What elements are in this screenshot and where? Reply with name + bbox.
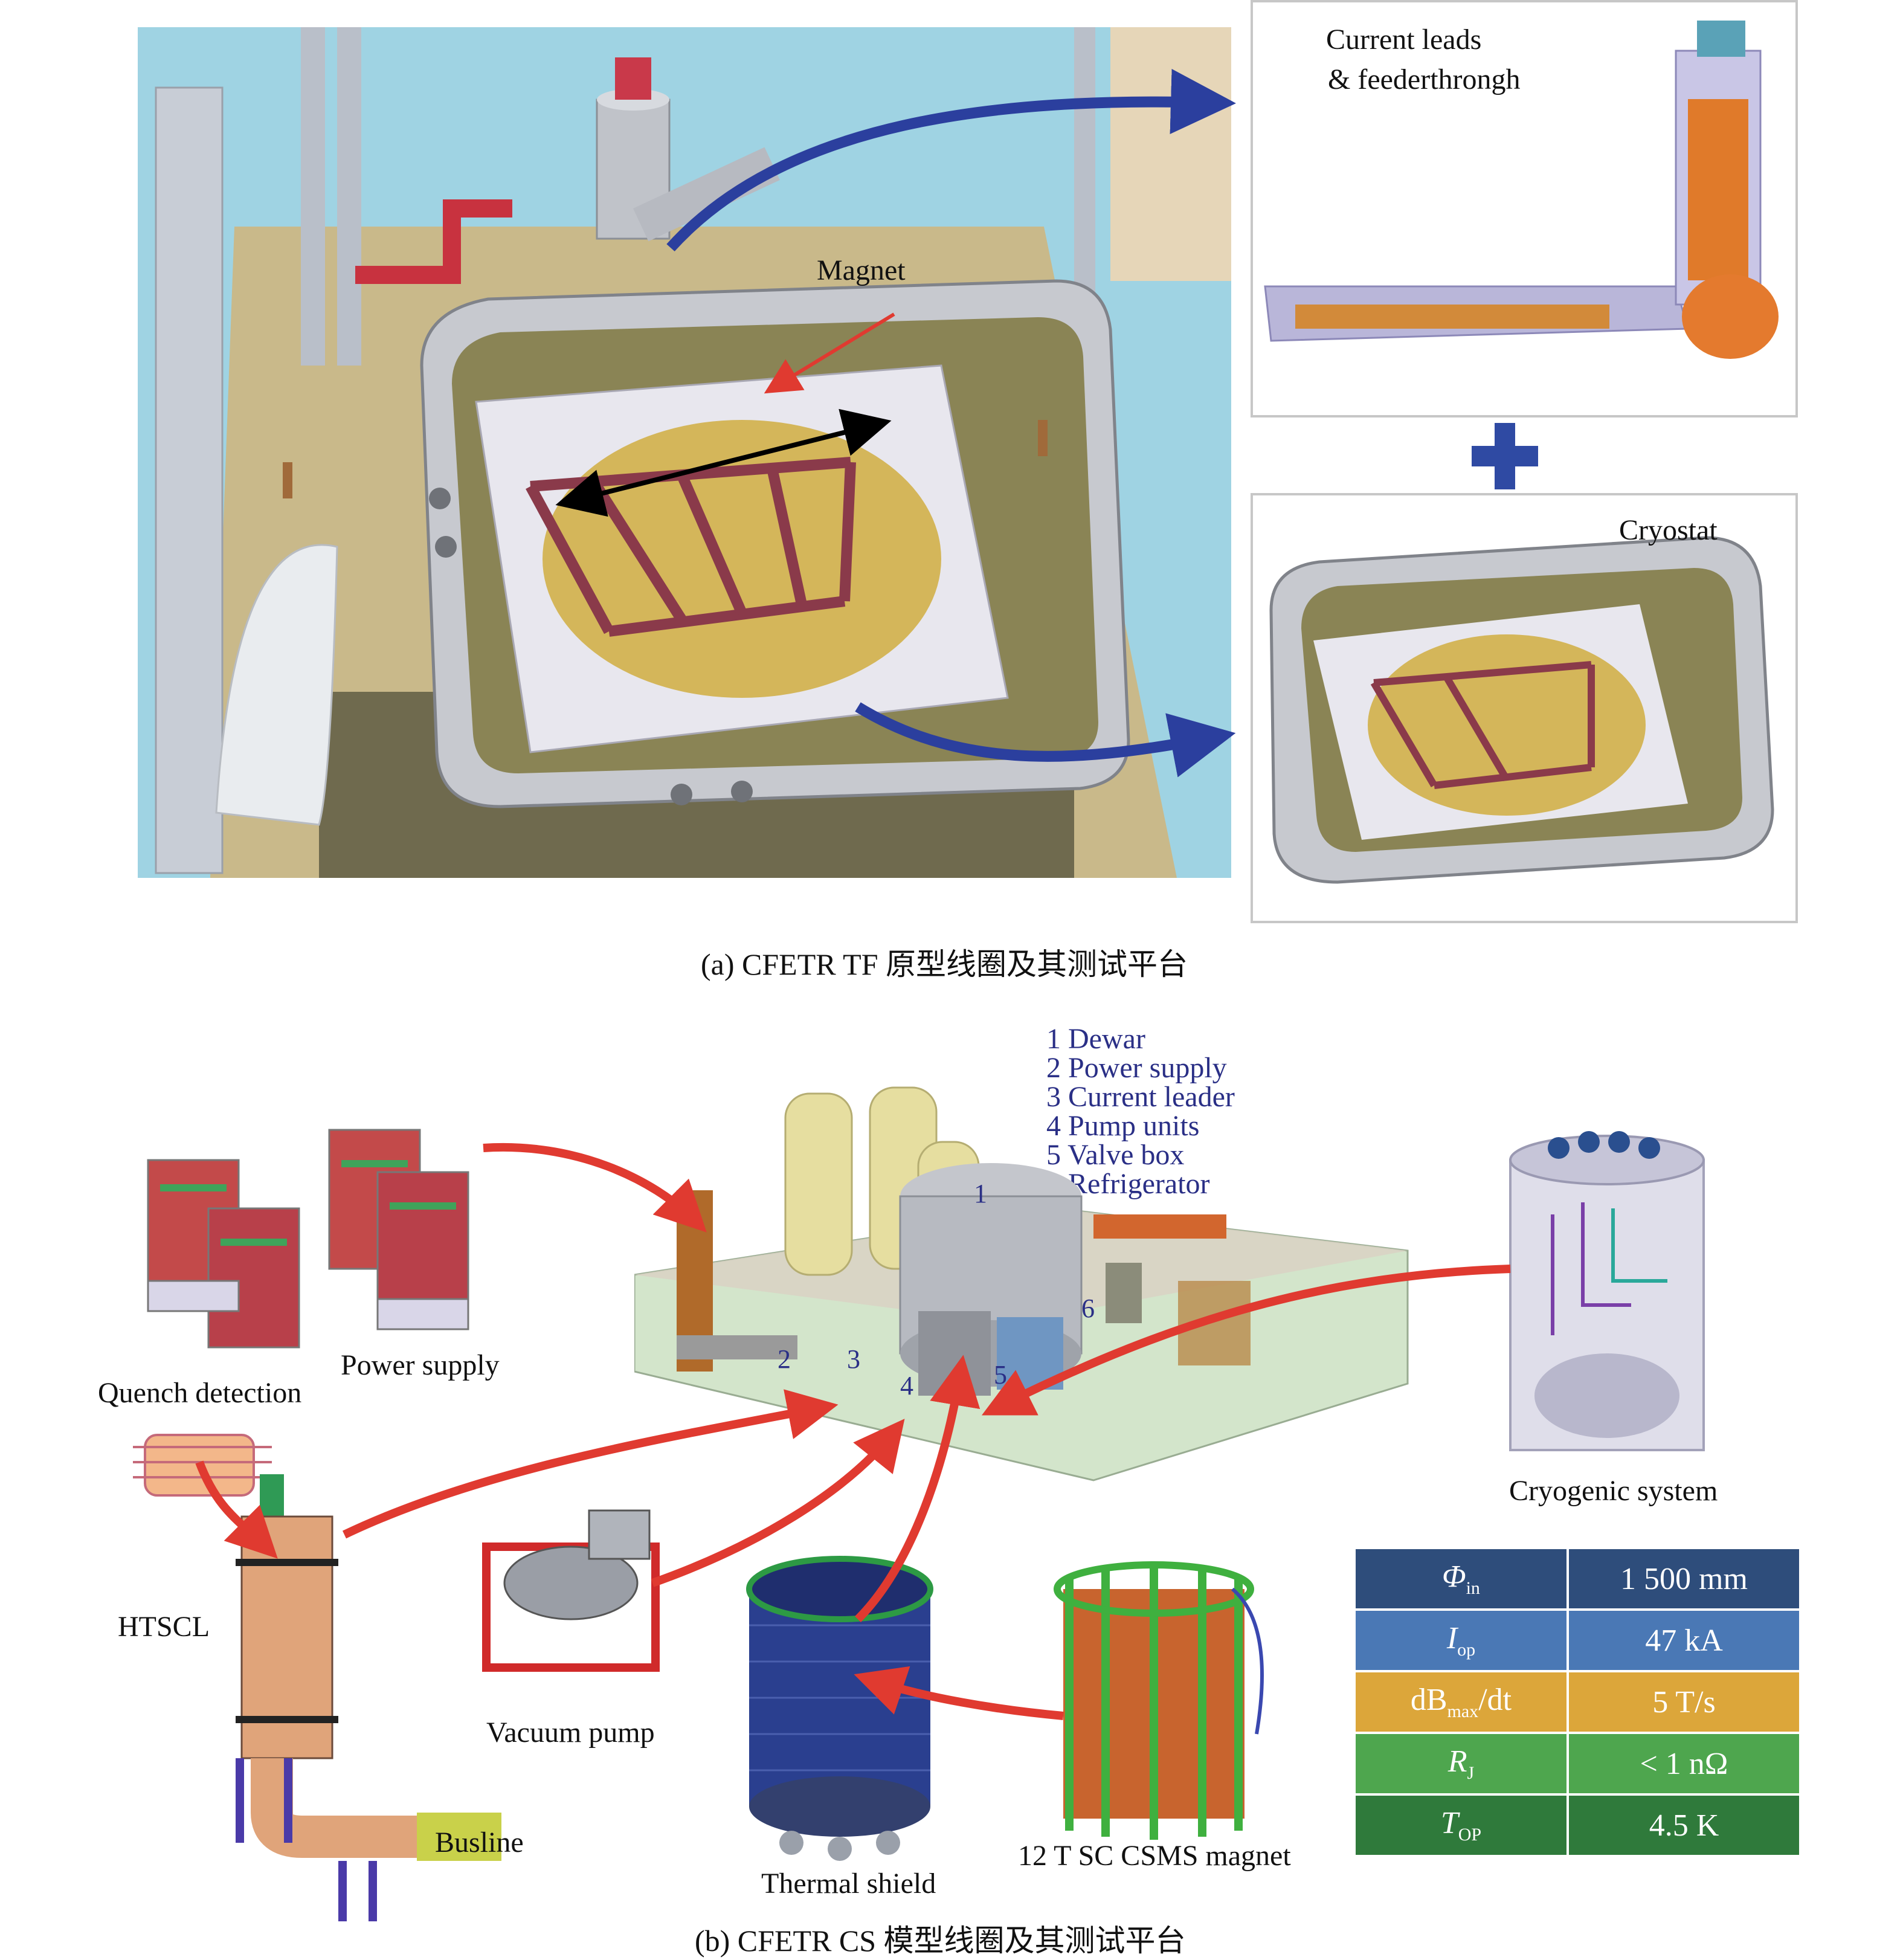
- arrow-magnet-to-shield: [854, 1666, 1064, 1720]
- param-key-phi: Φin: [1356, 1549, 1567, 1608]
- legend-item-3: 3 Current leader: [1046, 1081, 1235, 1113]
- param-value-dbdt: 5 T/s: [1568, 1672, 1799, 1732]
- parameter-table: Φin 1 500 mm Iop 47 kA dBmax/dt 5 T/s RJ…: [1353, 1547, 1802, 1857]
- current-leads-inset: [1251, 0, 1798, 417]
- arrow-to-cryostat: [855, 702, 1236, 778]
- param-row-rj: RJ < 1 nΩ: [1356, 1734, 1799, 1793]
- caption-a: (a) CFETR TF 原型线圈及其测试平台: [701, 947, 1188, 981]
- param-key-dbdt: dBmax/dt: [1356, 1672, 1567, 1732]
- panel-a-connectors: [666, 69, 1538, 778]
- label-cryostat: Cryostat: [1619, 514, 1718, 546]
- legend-item-1: 1 Dewar: [1046, 1023, 1145, 1055]
- param-value-phi: 1 500 mm: [1568, 1549, 1799, 1608]
- param-row-iop: Iop 47 kA: [1356, 1611, 1799, 1670]
- cryogenic-system-render: [1509, 1131, 1705, 1451]
- marker-6: 6: [1081, 1294, 1095, 1323]
- legend-item-2: 2 Power supply: [1046, 1052, 1227, 1084]
- param-value-top: 4.5 K: [1568, 1796, 1799, 1855]
- legend-item-4: 4 Pump units: [1046, 1110, 1200, 1142]
- label-thermal-shield: Thermal shield: [761, 1868, 936, 1900]
- magnet-pointer-arrow: [764, 312, 895, 394]
- width-dimension-arrow: [555, 408, 892, 517]
- arrow-to-current-leads: [666, 69, 1236, 252]
- legend-item-5: 5 Valve box: [1046, 1139, 1185, 1171]
- caption-b: (b) CFETR CS 模型线圈及其测试平台: [695, 1924, 1186, 1958]
- label-power-supply: Power supply: [341, 1349, 500, 1381]
- param-value-iop: 47 kA: [1568, 1611, 1799, 1670]
- param-key-top: TOP: [1356, 1796, 1567, 1855]
- cryostat-render: [1269, 536, 1774, 884]
- param-key-rj: RJ: [1356, 1734, 1567, 1793]
- param-row-phi: Φin 1 500 mm: [1356, 1549, 1799, 1608]
- tf-test-facility-render: [138, 27, 1231, 878]
- marker-1: 1: [974, 1179, 987, 1208]
- param-row-dbdt: dBmax/dt 5 T/s: [1356, 1672, 1799, 1732]
- csms-magnet-render: [1054, 1561, 1264, 1840]
- marker-2: 2: [778, 1344, 791, 1374]
- param-key-iop: Iop: [1356, 1611, 1567, 1670]
- label-vacuum-pump: Vacuum pump: [486, 1717, 655, 1749]
- vacuum-pump-render: [482, 1509, 660, 1672]
- plus-icon: [1472, 423, 1538, 489]
- arrow-vacuum-pump: [651, 1419, 905, 1587]
- label-htscl: HTSCL: [118, 1611, 210, 1643]
- label-csms-magnet: 12 T SC CSMS magnet: [1018, 1840, 1291, 1872]
- power-supply-render: [147, 1129, 469, 1349]
- label-current-leads: Current leads: [1326, 24, 1482, 56]
- label-magnet: Magnet: [817, 254, 906, 286]
- arrow-thermal-shield: [855, 1355, 980, 1622]
- magnet-annotation-arrows: [555, 312, 895, 517]
- arrow-power-supply: [483, 1143, 707, 1233]
- arrow-cryogenic: [981, 1265, 1511, 1416]
- label-busline: Busline: [435, 1826, 524, 1858]
- label-quench-detection: Quench detection: [98, 1377, 302, 1409]
- arrow-quench-to-htscl: [195, 1460, 278, 1559]
- arrow-htscl-to-lead: [342, 1389, 839, 1539]
- cryostat-inset: [1251, 493, 1798, 923]
- marker-4: 4: [900, 1371, 913, 1401]
- param-row-top: TOP 4.5 K: [1356, 1796, 1799, 1855]
- current-leads-render: [1264, 21, 1779, 359]
- label-cryogenic-system: Cryogenic system: [1509, 1475, 1718, 1507]
- param-value-rj: < 1 nΩ: [1568, 1734, 1799, 1793]
- label-feedthrough: & feederthrongh: [1328, 63, 1521, 95]
- marker-3: 3: [847, 1344, 860, 1374]
